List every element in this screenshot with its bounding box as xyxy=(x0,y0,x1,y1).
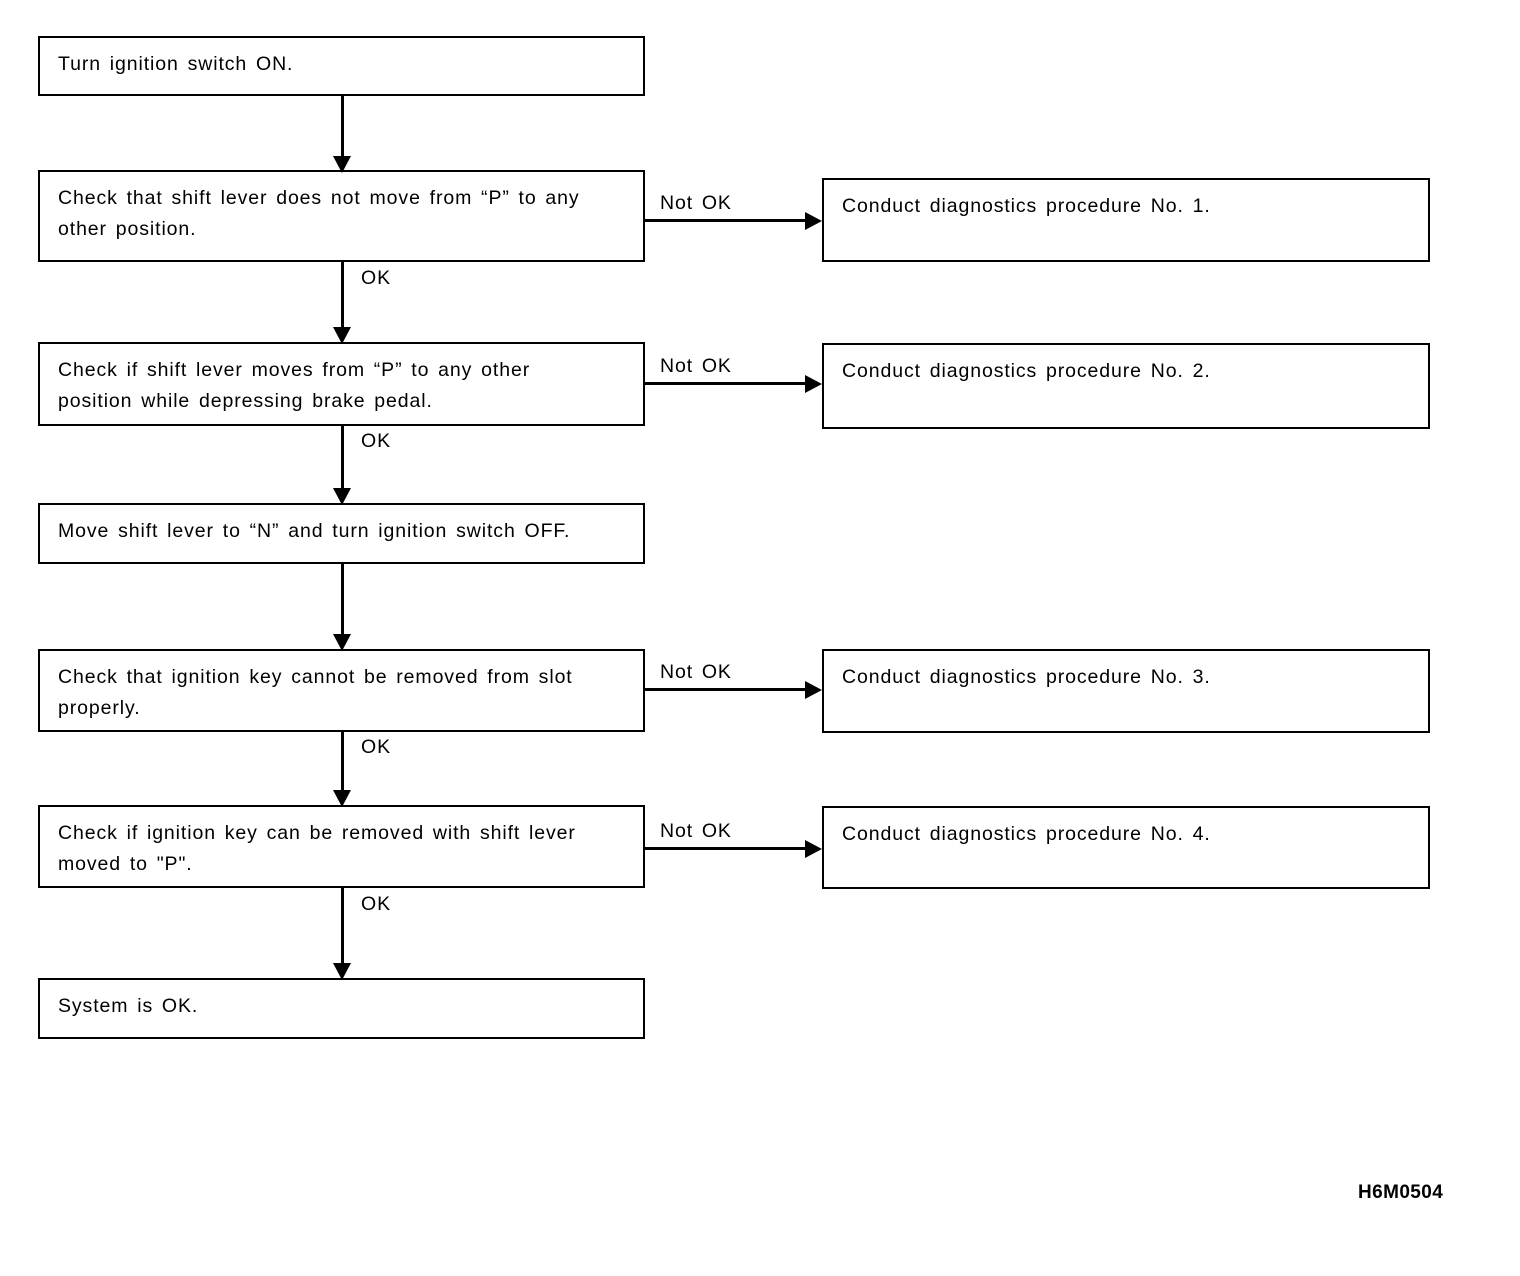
connector-arrowhead-6 xyxy=(333,963,351,980)
branch-connector-arrowhead-3 xyxy=(805,681,822,699)
connector-arrowhead-3 xyxy=(333,488,351,505)
branch-procedure-3-label: Conduct diagnostics procedure No. 3. xyxy=(842,666,1211,688)
branch-procedure-4-label: Conduct diagnostics procedure No. 4. xyxy=(842,823,1211,845)
connector-line-5 xyxy=(341,732,344,792)
branch-procedure-2: Conduct diagnostics procedure No. 2. xyxy=(822,343,1430,429)
connector-line-6 xyxy=(341,888,344,965)
branch-procedure-4: Conduct diagnostics procedure No. 4. xyxy=(822,806,1430,889)
step-check-key-removable-in-p: Check if ignition key can be removed wit… xyxy=(38,805,645,888)
branch-connector-line-4 xyxy=(645,847,808,850)
edge-label-ok-1: OK xyxy=(361,267,391,289)
connector-arrowhead-4 xyxy=(333,634,351,651)
step-turn-ignition-on: Turn ignition switch ON. xyxy=(38,36,645,96)
step-system-ok: System is OK. xyxy=(38,978,645,1039)
step-move-lever-n-ignition-off: Move shift lever to “N” and turn ignitio… xyxy=(38,503,645,564)
connector-arrowhead-1 xyxy=(333,156,351,173)
step-check-lever-locked-label: Check that shift lever does not move fro… xyxy=(58,187,580,240)
connector-line-1 xyxy=(341,96,344,159)
step-check-lever-with-brake-label: Check if shift lever moves from “P” to a… xyxy=(58,359,531,412)
step-check-lever-with-brake: Check if shift lever moves from “P” to a… xyxy=(38,342,645,426)
branch-procedure-3: Conduct diagnostics procedure No. 3. xyxy=(822,649,1430,733)
step-check-key-removable-in-p-label: Check if ignition key can be removed wit… xyxy=(58,822,576,875)
branch-connector-line-1 xyxy=(645,219,808,222)
connector-line-3 xyxy=(341,426,344,490)
branch-procedure-1: Conduct diagnostics procedure No. 1. xyxy=(822,178,1430,262)
step-check-key-not-removable: Check that ignition key cannot be remove… xyxy=(38,649,645,732)
edge-label-not-ok-2: Not OK xyxy=(660,355,732,377)
branch-connector-line-3 xyxy=(645,688,808,691)
edge-label-not-ok-4: Not OK xyxy=(660,820,732,842)
connector-line-4 xyxy=(341,564,344,637)
step-check-key-not-removable-label: Check that ignition key cannot be remove… xyxy=(58,666,573,719)
figure-reference-code: H6M0504 xyxy=(1358,1182,1444,1203)
branch-procedure-2-label: Conduct diagnostics procedure No. 2. xyxy=(842,360,1211,382)
connector-arrowhead-2 xyxy=(333,327,351,344)
branch-connector-arrowhead-4 xyxy=(805,840,822,858)
connector-line-2 xyxy=(341,262,344,329)
step-move-lever-n-ignition-off-label: Move shift lever to “N” and turn ignitio… xyxy=(58,520,571,542)
branch-procedure-1-label: Conduct diagnostics procedure No. 1. xyxy=(842,195,1211,217)
edge-label-not-ok-1: Not OK xyxy=(660,192,732,214)
edge-label-not-ok-3: Not OK xyxy=(660,661,732,683)
edge-label-ok-3: OK xyxy=(361,736,391,758)
branch-connector-arrowhead-1 xyxy=(805,212,822,230)
branch-connector-line-2 xyxy=(645,382,808,385)
connector-arrowhead-5 xyxy=(333,790,351,807)
step-turn-ignition-on-label: Turn ignition switch ON. xyxy=(58,53,294,75)
branch-connector-arrowhead-2 xyxy=(805,375,822,393)
step-check-lever-locked: Check that shift lever does not move fro… xyxy=(38,170,645,262)
edge-label-ok-4: OK xyxy=(361,893,391,915)
step-system-ok-label: System is OK. xyxy=(58,995,199,1017)
edge-label-ok-2: OK xyxy=(361,430,391,452)
